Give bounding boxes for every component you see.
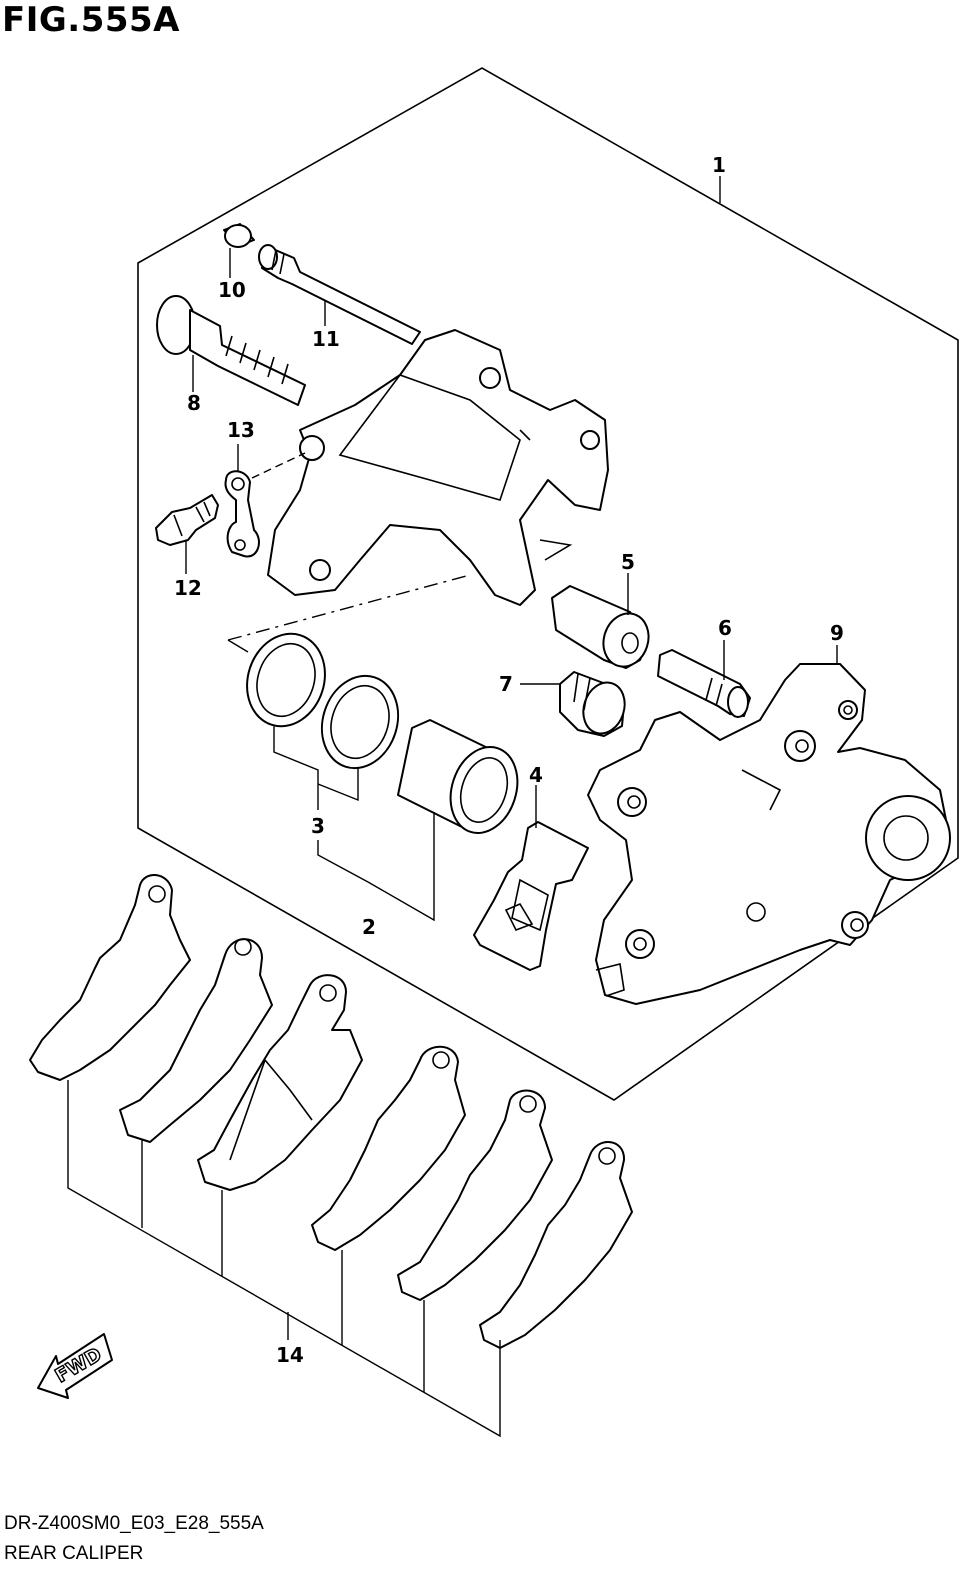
part-3-seals[interactable]	[235, 624, 409, 810]
part-12-bleeder-valve[interactable]	[155, 494, 219, 574]
callout-3: 3	[311, 814, 325, 838]
callout-7: 7	[499, 672, 513, 696]
diagram-name: REAR CALIPER	[4, 1543, 144, 1564]
diagram-code: DR-Z400SM0_E03_E28_555A	[4, 1513, 264, 1534]
part-9-caliper-bracket[interactable]	[587, 645, 951, 1005]
part-6-pin-bolt[interactable]	[657, 640, 751, 718]
callout-2: 2	[362, 915, 376, 939]
figure-title: FIG.555A	[2, 0, 180, 40]
pad-5	[397, 1089, 553, 1301]
callout-9: 9	[830, 621, 844, 645]
callout-12: 12	[174, 576, 202, 600]
part-11-slide-pin[interactable]	[258, 244, 421, 345]
pad-1	[29, 874, 191, 1081]
callout-6: 6	[718, 616, 732, 640]
pad-6	[479, 1141, 633, 1349]
pad-3	[197, 974, 363, 1191]
part-5-sleeve[interactable]	[551, 573, 655, 672]
forward-arrow-icon: FWD	[37, 1333, 113, 1399]
part-14-pads[interactable]	[29, 874, 633, 1438]
callout-4: 4	[529, 763, 543, 787]
pad-4	[311, 1045, 466, 1251]
callout-13: 13	[227, 418, 255, 442]
part-10-cap[interactable]	[223, 223, 255, 278]
part-2-piston[interactable]	[317, 719, 528, 922]
part-7-boot[interactable]	[520, 671, 631, 739]
assembly-1-outline	[137, 67, 959, 1101]
callout-10: 10	[218, 278, 246, 302]
callout-8: 8	[187, 391, 201, 415]
part-8-bolt[interactable]	[156, 295, 306, 406]
pad-2	[119, 938, 273, 1143]
caliper-body[interactable]	[267, 329, 609, 606]
callout-14: 14	[276, 1343, 304, 1367]
callout-5: 5	[621, 550, 635, 574]
part-4-pad-spring[interactable]	[473, 785, 589, 971]
part-13-clip[interactable]	[224, 444, 306, 558]
callout-11: 11	[312, 327, 340, 351]
callout-1: 1	[712, 153, 726, 177]
